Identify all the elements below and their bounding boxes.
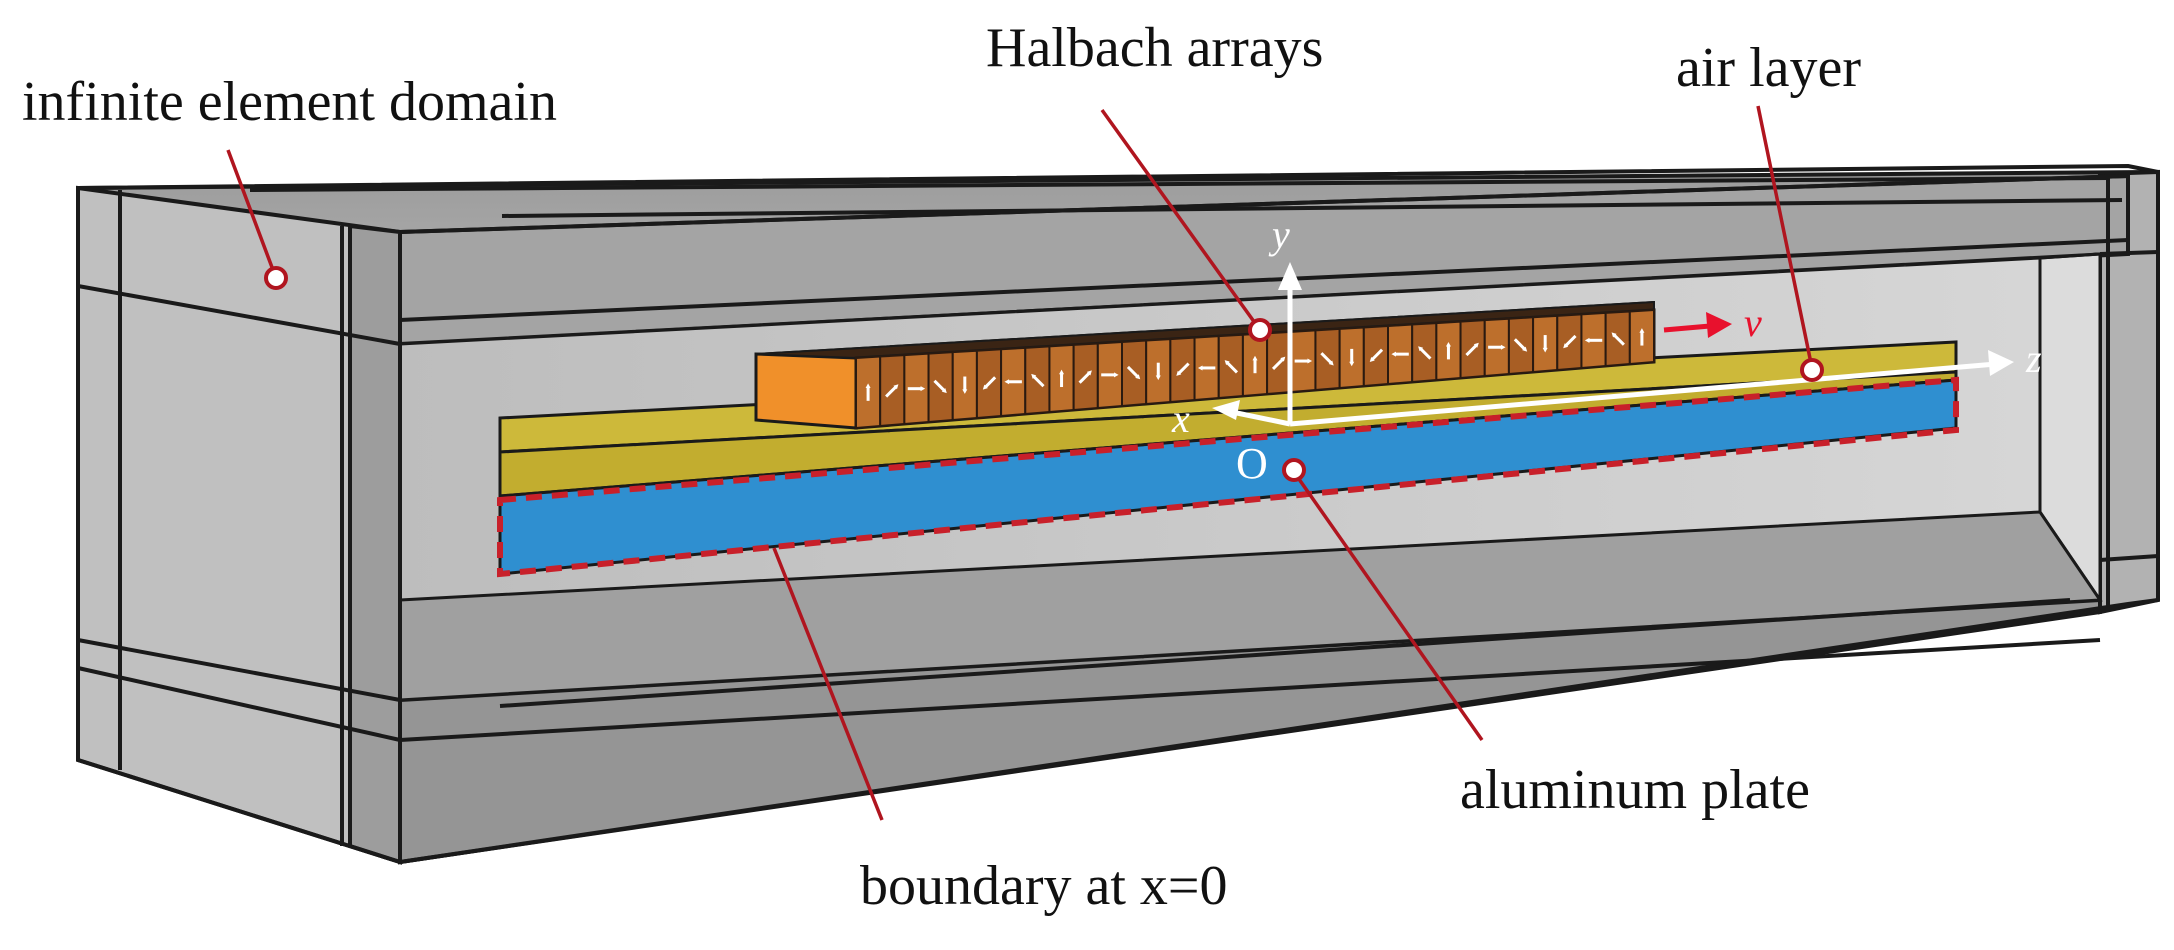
z-axis-line [1289,361,1997,427]
magnetization-arrow-icon [1294,358,1313,364]
magnetization-arrow-icon [982,376,997,390]
y-axis-label: y [1268,212,1290,257]
x-axis-line [1231,409,1291,427]
magnetization-arrow-icon [1639,328,1645,346]
left-face-line-5 [77,666,401,742]
inner-ceiling [399,252,2101,346]
marker-halbach [1248,318,1272,342]
magnetization-arrow-icon [1611,332,1625,346]
magnetization-arrow-icon [907,386,926,392]
y-axis-arrowhead [1278,262,1302,290]
velocity-label: v [1744,300,1762,345]
right-face-line-2 [2099,250,2159,256]
coordinate-axes: y x z v O [1171,212,2042,488]
marker-aluminum [1282,458,1306,482]
top-line-1 [249,176,2111,192]
velocity-arrowhead [1706,312,1732,338]
z-axis-arrowhead [1988,350,2014,376]
magnetization-arrow-icon [1563,334,1577,349]
z-axis-label: z [2025,336,2042,381]
magnetization-arrow-icon [1059,369,1065,388]
magnetization-arrow-icon [1369,348,1384,363]
magnetization-arrow-icon [1320,352,1334,366]
magnetization-arrow-icon [1252,355,1258,374]
magnetization-arrow-icon [1271,356,1286,370]
label-infinite-domain: infinite element domain [22,71,557,133]
magnetization-arrow-icon [933,379,947,394]
annotations [226,105,1824,821]
velocity-line [1663,323,1711,333]
origin-label: O [1236,439,1268,488]
leader-aluminum [1292,470,1484,742]
magnetization-arrow-icon [1391,351,1409,357]
magnetization-arrow-icon [1155,362,1161,381]
left-face-line-4 [77,638,401,702]
magnetization-arrow-icon [1445,341,1451,360]
right-face-line-3 [2099,554,2159,562]
magnetization-arrow-icon [1101,372,1119,378]
magnetization-arrow-icon [1224,360,1239,374]
magnetization-arrow-icon [1197,365,1216,371]
left-face-line-3 [77,284,401,346]
magnetization-arrow-icon [1031,373,1045,388]
magnetization-arrow-icon [1418,346,1432,360]
halbach-array [754,300,1656,430]
leader-halbach [1100,108,1262,332]
magnetization-arrow-icon [1542,335,1548,353]
magnetization-arrow-icon [1126,365,1141,380]
magnetization-arrow-icon [1584,337,1603,343]
box-outline [76,164,2160,864]
front-left-pillar [348,223,402,865]
magnetization-arrow-icon [1513,338,1528,352]
bottom-line-2 [499,598,2071,708]
magnetization-arrow-icon [865,383,871,401]
label-aluminum: aluminum plate [1460,759,1810,821]
x-axis-arrowhead [1212,400,1240,420]
magnetization-arrow-icon [1488,344,1506,350]
labels: infinite element domain Halbach arrays a… [22,17,1861,917]
boundary-outline [497,376,1959,578]
marker-air-layer [1800,358,1824,382]
leader-boundary [772,547,884,821]
magnetization-arrow-icon [1465,342,1479,357]
bottom-line-1 [399,638,2101,742]
magnetization-arrow-icon [1349,348,1355,367]
box-front-edge-top [399,174,2129,234]
top-line-3 [399,238,2129,322]
x-axis-label: x [1171,396,1190,441]
halbach-end-face [754,352,858,430]
leader-air-layer [1756,105,1814,369]
magnetization-arrow-icon [1176,362,1190,376]
label-air-layer: air layer [1676,37,1861,99]
label-halbach: Halbach arrays [986,17,1323,79]
leader-infinite-domain [226,149,278,279]
label-boundary: boundary at x=0 [860,855,1228,917]
magnetization-arrow-icon [1078,370,1092,384]
magnetization-arrow-icon [962,376,968,394]
magnetization-arrow-icon [1004,379,1022,385]
magnet-cells [855,308,1655,430]
top-line-2 [501,198,2123,218]
magnetization-arrow-icon [885,384,899,398]
marker-infinite-domain [264,266,288,290]
